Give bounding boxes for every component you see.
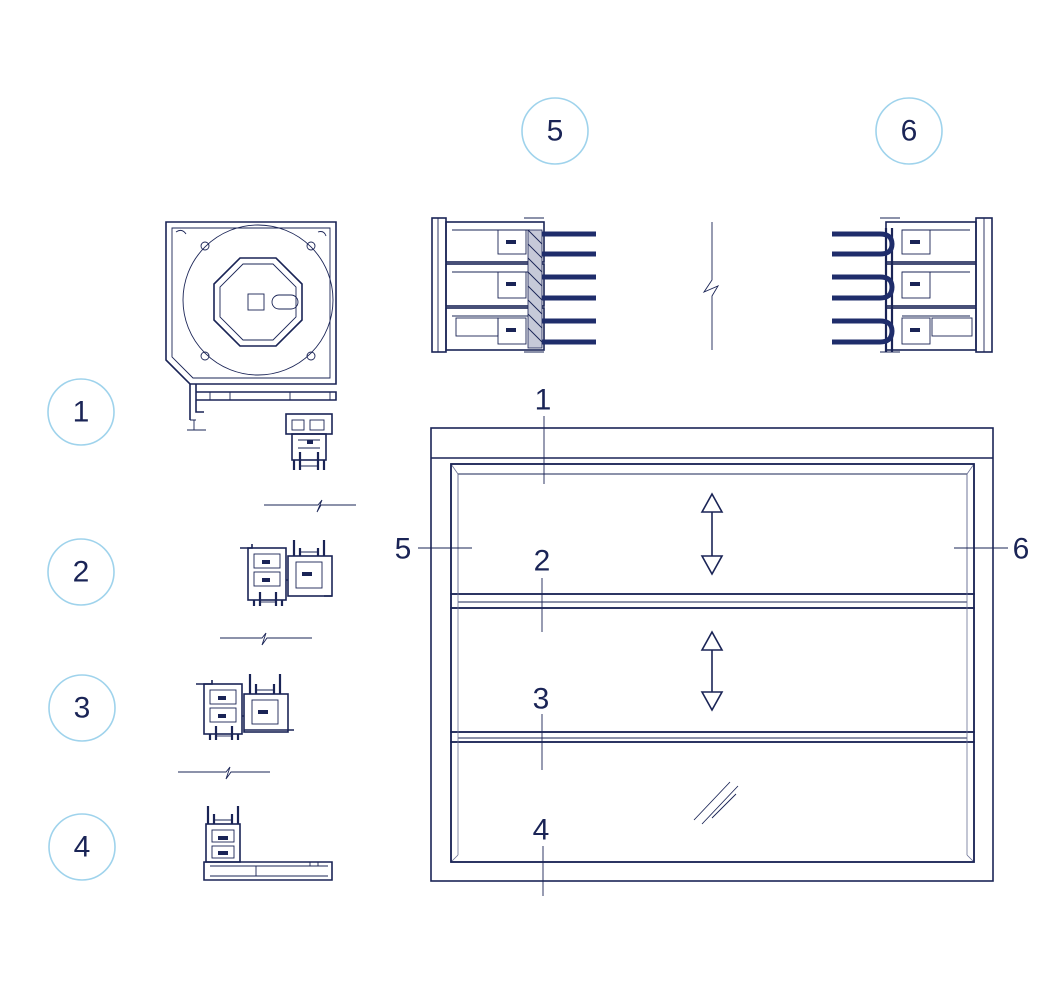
detail-1-head-box <box>165 221 337 470</box>
break-line-2 <box>220 632 312 646</box>
elevation-label-1: 1 <box>535 384 552 417</box>
detail-5-left-jamb <box>431 217 596 353</box>
callout-5-number: 5 <box>547 115 564 148</box>
break-line-vertical <box>702 222 720 350</box>
slide-arrow-lower <box>700 630 724 712</box>
callout-2: 2 <box>47 538 115 606</box>
front-elevation: 1 2 3 4 5 6 <box>395 384 1030 896</box>
break-line-1 <box>264 499 356 513</box>
detail-3-meeting-rail <box>196 674 294 740</box>
callout-1-number: 1 <box>73 396 90 429</box>
callout-6-number: 6 <box>901 115 918 148</box>
elevation-label-6: 6 <box>1013 533 1030 566</box>
elevation-label-5: 5 <box>395 533 412 566</box>
callout-4: 4 <box>48 813 116 881</box>
detail-2-meeting-rail <box>240 540 333 606</box>
elevation-label-3: 3 <box>533 683 550 716</box>
glass-hatch <box>693 781 739 825</box>
sash-lower-fixed <box>450 731 975 863</box>
elevation-label-4: 4 <box>533 814 550 847</box>
callout-1: 1 <box>47 378 115 446</box>
callout-3: 3 <box>48 674 116 742</box>
break-line-3 <box>178 766 270 780</box>
callout-5: 5 <box>521 97 589 165</box>
callout-2-number: 2 <box>73 556 90 589</box>
callout-6: 6 <box>875 97 943 165</box>
callout-3-number: 3 <box>74 692 91 725</box>
elevation-label-2: 2 <box>534 545 551 578</box>
detail-4-sill <box>203 806 333 881</box>
callout-4-number: 4 <box>74 831 91 864</box>
detail-6-right-jamb <box>832 217 993 353</box>
slide-arrow-upper <box>700 492 724 576</box>
